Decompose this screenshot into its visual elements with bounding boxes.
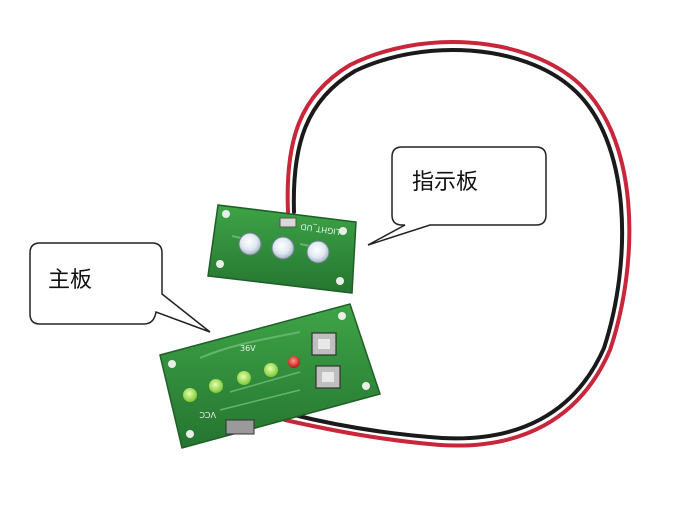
callout-main-board	[29, 242, 211, 333]
main-silkscreen-vcc: VCC	[199, 410, 216, 419]
main-board: 36V VCC	[159, 303, 381, 449]
indicator-board: LIGHT_UD	[207, 204, 357, 294]
main-silkscreen-voltage: 36V	[240, 344, 256, 353]
indicator-board-label: 指示板	[412, 170, 479, 195]
main-board-label: 主板	[48, 268, 93, 293]
callout-indicator-board	[367, 146, 547, 246]
wire-loop	[283, 40, 632, 448]
